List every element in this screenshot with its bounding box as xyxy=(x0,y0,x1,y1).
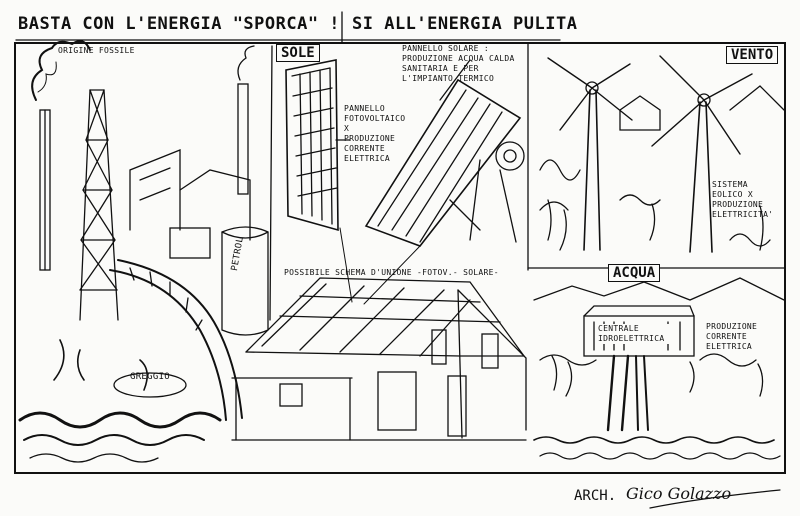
wind-panel-title: VENTO xyxy=(726,46,779,64)
architect-abbrev: ARCH. xyxy=(574,488,617,504)
water-panel-title: ACQUA xyxy=(608,264,661,282)
crude-oil-label: GREGGIO xyxy=(130,372,171,382)
left-title: BASTA CON L'ENERGIA "SPORCA" ! xyxy=(18,14,341,34)
hydro-plant-label: CENTRALE IDROELETTRICA xyxy=(598,324,678,344)
fossil-origin-label: ORIGINE FOSSILE xyxy=(58,46,135,55)
drawing-frame xyxy=(14,42,786,474)
photovoltaic-label: PANNELLO FOTOVOLTAICO X PRODUZIONE CORRE… xyxy=(344,104,406,163)
wind-system-label: SISTEMA EOLICO X PRODUZIONE ELETTRICITA' xyxy=(712,180,774,219)
connection-scheme-label: POSSIBILE SCHEMA D'UNIONE -FOTOV.- SOLAR… xyxy=(284,268,499,277)
water-power-label: PRODUZIONE CORRENTE ELETTRICA xyxy=(706,322,758,351)
right-title: SI ALL'ENERGIA PULITA xyxy=(352,14,578,34)
signature: Gico Golazzo xyxy=(626,484,732,503)
sun-panel-title: SOLE xyxy=(276,44,320,62)
solar-thermal-label: PANNELLO SOLARE : PRODUZIONE ACQUA CALDA… xyxy=(402,44,515,83)
